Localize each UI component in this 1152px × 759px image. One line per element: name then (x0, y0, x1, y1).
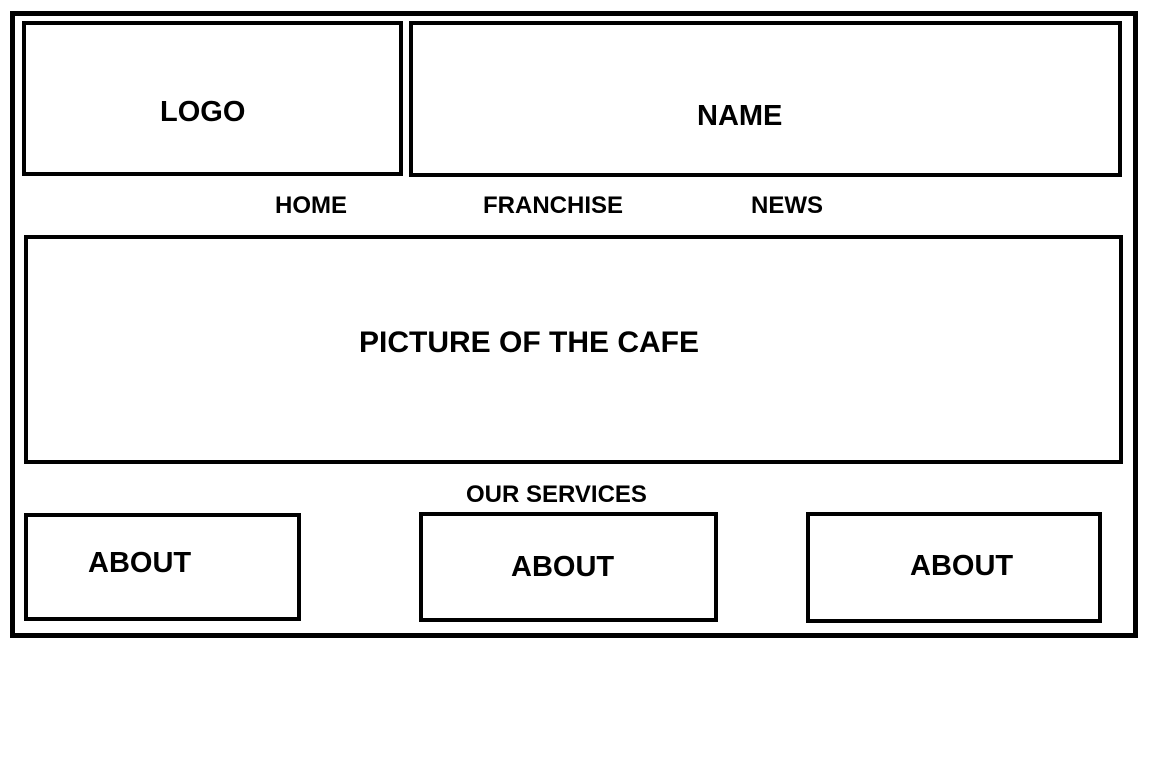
name-label: NAME (697, 100, 783, 132)
about-card-2-label: ABOUT (511, 551, 615, 583)
cafe-picture-label: PICTURE OF THE CAFE (359, 326, 700, 359)
about-card-1-label: ABOUT (88, 547, 192, 579)
about-card-3[interactable] (806, 512, 1102, 623)
about-card-3-label: ABOUT (910, 550, 1014, 582)
logo-box (22, 21, 403, 176)
cafe-picture-box (24, 235, 1123, 464)
services-heading: OUR SERVICES (466, 481, 647, 508)
about-card-2[interactable] (419, 512, 718, 622)
about-card-1[interactable] (24, 513, 301, 621)
nav-item-news[interactable]: NEWS (751, 192, 823, 219)
nav-item-franchise[interactable]: FRANCHISE (483, 192, 624, 219)
name-box (409, 21, 1122, 177)
nav-item-home[interactable]: HOME (275, 192, 347, 219)
logo-label: LOGO (160, 96, 246, 128)
